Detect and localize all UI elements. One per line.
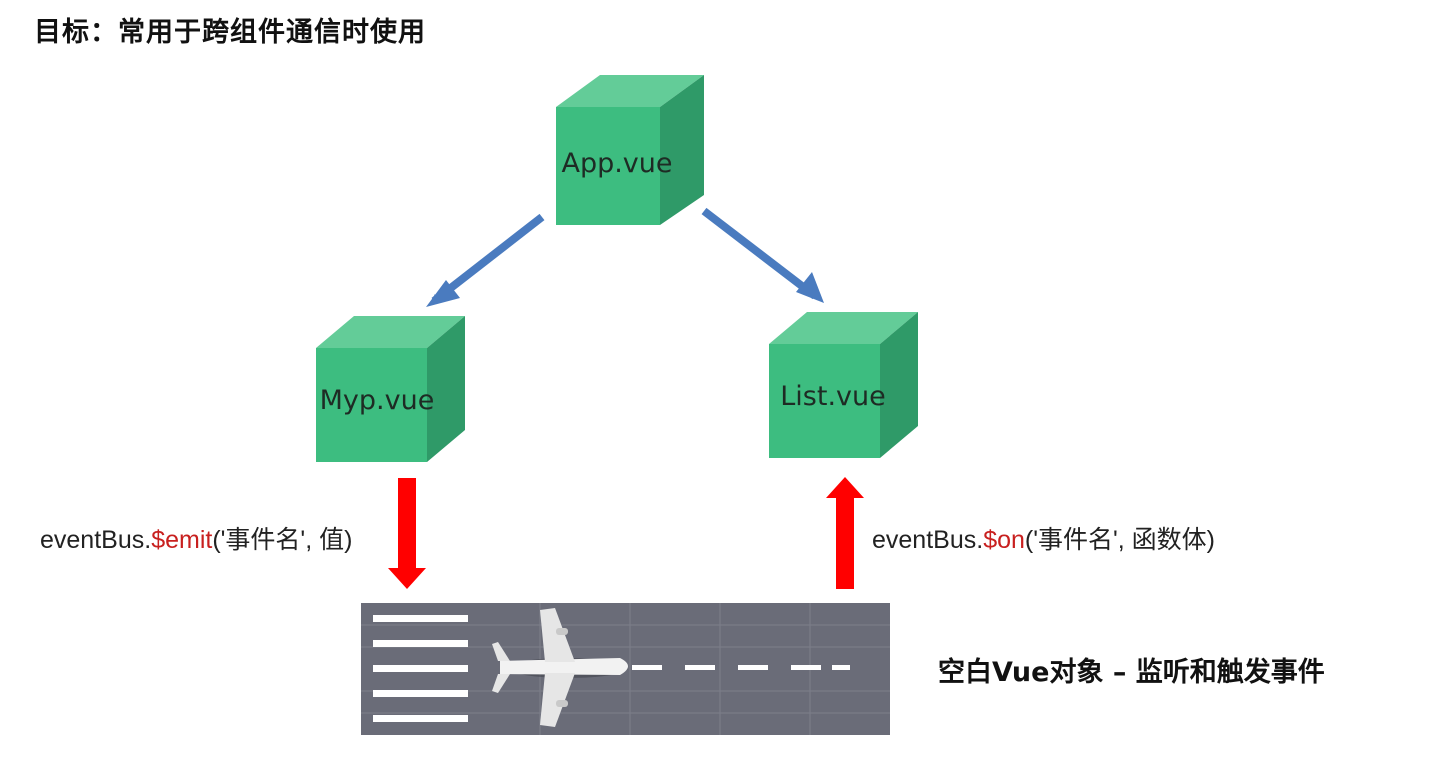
on-arrow	[826, 477, 864, 589]
emit-code: eventBus.$emit('事件名', 值)	[40, 520, 352, 556]
app-cube-side	[660, 75, 704, 225]
arrow-app-to-myp	[430, 213, 545, 305]
on-prefix: eventBus.	[872, 526, 984, 554]
on-code: eventBus.$on('事件名', 函数体)	[872, 520, 1215, 556]
emit-args: ('事件名', 值)	[212, 526, 353, 554]
list-vue-label: List.vue	[780, 381, 886, 412]
list-cube-front	[769, 344, 880, 458]
myp-cube-side	[427, 316, 465, 462]
airplane-icon	[492, 608, 628, 727]
app-vue-label: App.vue	[561, 148, 673, 179]
emit-method: $emit	[151, 526, 213, 554]
emit-arrow	[388, 478, 426, 589]
app-cube-top	[556, 75, 704, 107]
emit-prefix: eventBus.	[40, 526, 152, 554]
myp-cube-top	[316, 316, 465, 348]
myp-vue-label: Myp.vue	[319, 385, 435, 416]
arrow-app-to-myp-head	[426, 280, 460, 307]
app-cube	[556, 75, 704, 225]
arrow-app-to-list-head	[796, 272, 824, 303]
runway-image	[361, 603, 890, 735]
myp-cube	[316, 316, 465, 462]
arrow-app-to-list	[701, 207, 818, 300]
list-cube-side	[880, 312, 918, 458]
app-cube-front	[556, 107, 660, 225]
myp-cube-front	[316, 348, 427, 462]
list-cube-top	[769, 312, 918, 344]
runway-label: 空白Vue对象 – 监听和触发事件	[938, 657, 1325, 688]
on-args: ('事件名', 函数体)	[1024, 526, 1215, 554]
list-cube	[769, 312, 918, 458]
on-method: $on	[983, 526, 1025, 554]
page-title: 目标：常用于跨组件通信时使用	[34, 17, 426, 48]
